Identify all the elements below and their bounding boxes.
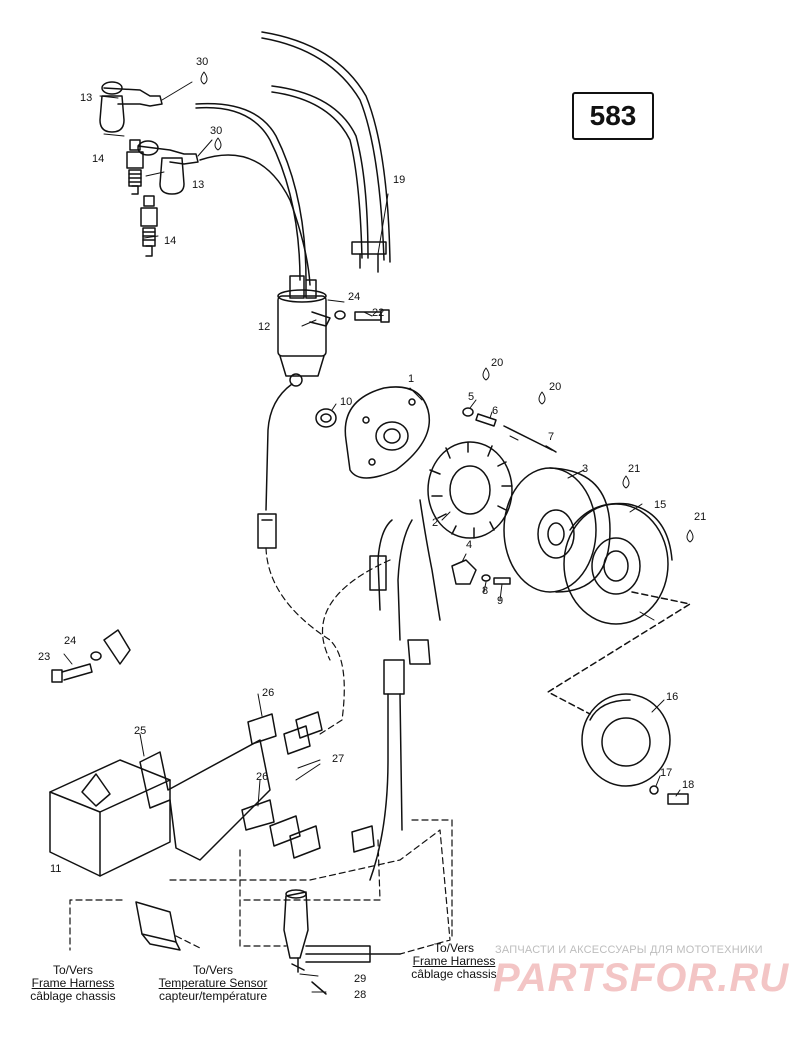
callout-24a: 24 [348, 291, 360, 303]
callout-26b: 26 [256, 771, 268, 783]
trigger-plate [344, 386, 430, 479]
diagram-page-code: 583 [572, 92, 654, 140]
leader-lines [63, 81, 681, 993]
callout-19: 19 [393, 174, 405, 186]
dest-name: Frame Harness [31, 976, 115, 990]
callout-4: 4 [466, 539, 472, 551]
wiring-boot [283, 889, 327, 995]
callout-15: 15 [654, 499, 666, 511]
starter-ring [581, 693, 689, 805]
callout-24b: 24 [64, 635, 76, 647]
spark-plug-cap-lower [137, 140, 199, 195]
callout-17: 17 [660, 767, 672, 779]
connector-housing-lower [241, 799, 375, 859]
callout-labels: 30 13 30 14 13 14 19 24 22 12 10 1 20 5 … [38, 56, 706, 1001]
stator-harness [369, 499, 441, 881]
callout-18: 18 [682, 779, 694, 791]
spark-plug-cap-upper [99, 81, 163, 133]
callout-30a: 30 [196, 56, 208, 68]
dashed-link-pulley-ring [547, 591, 691, 715]
callout-2: 2 [432, 517, 438, 529]
dest-frame-harness-left: To/Vers Frame Harness câblage chassis [28, 964, 118, 1003]
callout-10: 10 [340, 396, 352, 408]
callout-14b: 14 [164, 235, 176, 247]
frame-connector [135, 901, 181, 951]
callout-11: 11 [50, 863, 61, 875]
spark-plug-lower [140, 195, 158, 257]
stator [427, 441, 513, 539]
dest-to: To/Vers [433, 941, 475, 955]
callout-12: 12 [258, 321, 270, 333]
dest-name-fr: câblage chassis [30, 989, 116, 1003]
callout-29: 29 [354, 973, 366, 985]
coil-connector [257, 513, 277, 549]
callout-20b: 20 [549, 381, 561, 393]
main-harness [305, 945, 401, 963]
callout-5: 5 [468, 391, 474, 403]
dest-name-fr: câblage chassis [411, 967, 497, 981]
callout-23: 23 [38, 651, 50, 663]
dest-frame-harness-right: To/Vers Frame Harness câblage chassis [404, 942, 504, 981]
cdi-module [49, 759, 171, 877]
coil-bolt-and-washer [334, 309, 390, 323]
dest-name-fr: capteur/température [158, 989, 268, 1003]
ignition-coil [277, 275, 331, 387]
connector-housing-upper [247, 711, 323, 755]
lubricant-drop-icons [200, 71, 694, 543]
callout-25: 25 [134, 725, 146, 737]
callout-14a: 14 [92, 153, 104, 165]
callout-21b: 21 [694, 511, 706, 523]
callout-6: 6 [492, 405, 498, 417]
callout-9: 9 [497, 595, 503, 607]
callout-3: 3 [582, 463, 588, 475]
dest-temperature-sensor: To/Vers Temperature Sensor capteur/tempé… [148, 964, 278, 1003]
callout-22: 22 [372, 307, 384, 319]
dest-to: To/Vers [192, 963, 234, 977]
callout-7: 7 [548, 431, 554, 443]
trigger-coil [451, 559, 511, 585]
callout-30b: 30 [210, 125, 222, 137]
flywheel [503, 467, 611, 593]
starter-pulley [563, 502, 673, 625]
callout-28: 28 [354, 989, 366, 1001]
dest-name: Frame Harness [412, 954, 496, 968]
coil-ground-wire [265, 383, 293, 511]
dest-name: Temperature Sensor [158, 976, 268, 990]
ignition-wires [195, 31, 391, 286]
dest-to: To/Vers [52, 963, 94, 977]
callout-1: 1 [408, 373, 414, 385]
grommet [315, 408, 337, 428]
callout-13a: 13 [80, 92, 92, 104]
callout-8: 8 [482, 585, 488, 597]
callout-16: 16 [666, 691, 678, 703]
watermark-tagline: ЗАПЧАСТИ И АКСЕССУАРЫ ДЛЯ МОТОТЕХНИКИ [495, 944, 763, 956]
callout-13b: 13 [192, 179, 204, 191]
mounting-bracket [139, 739, 271, 861]
watermark-logo: PARTSFOR.RU [493, 956, 790, 1000]
callout-20a: 20 [491, 357, 503, 369]
cdi-bolt-and-washer [51, 629, 131, 683]
dashed-routing [69, 547, 453, 955]
callout-27: 27 [332, 753, 344, 765]
callout-21a: 21 [628, 463, 640, 475]
spark-plug-upper [126, 139, 144, 195]
callout-26a: 26 [262, 687, 274, 699]
stator-screws [462, 407, 557, 453]
